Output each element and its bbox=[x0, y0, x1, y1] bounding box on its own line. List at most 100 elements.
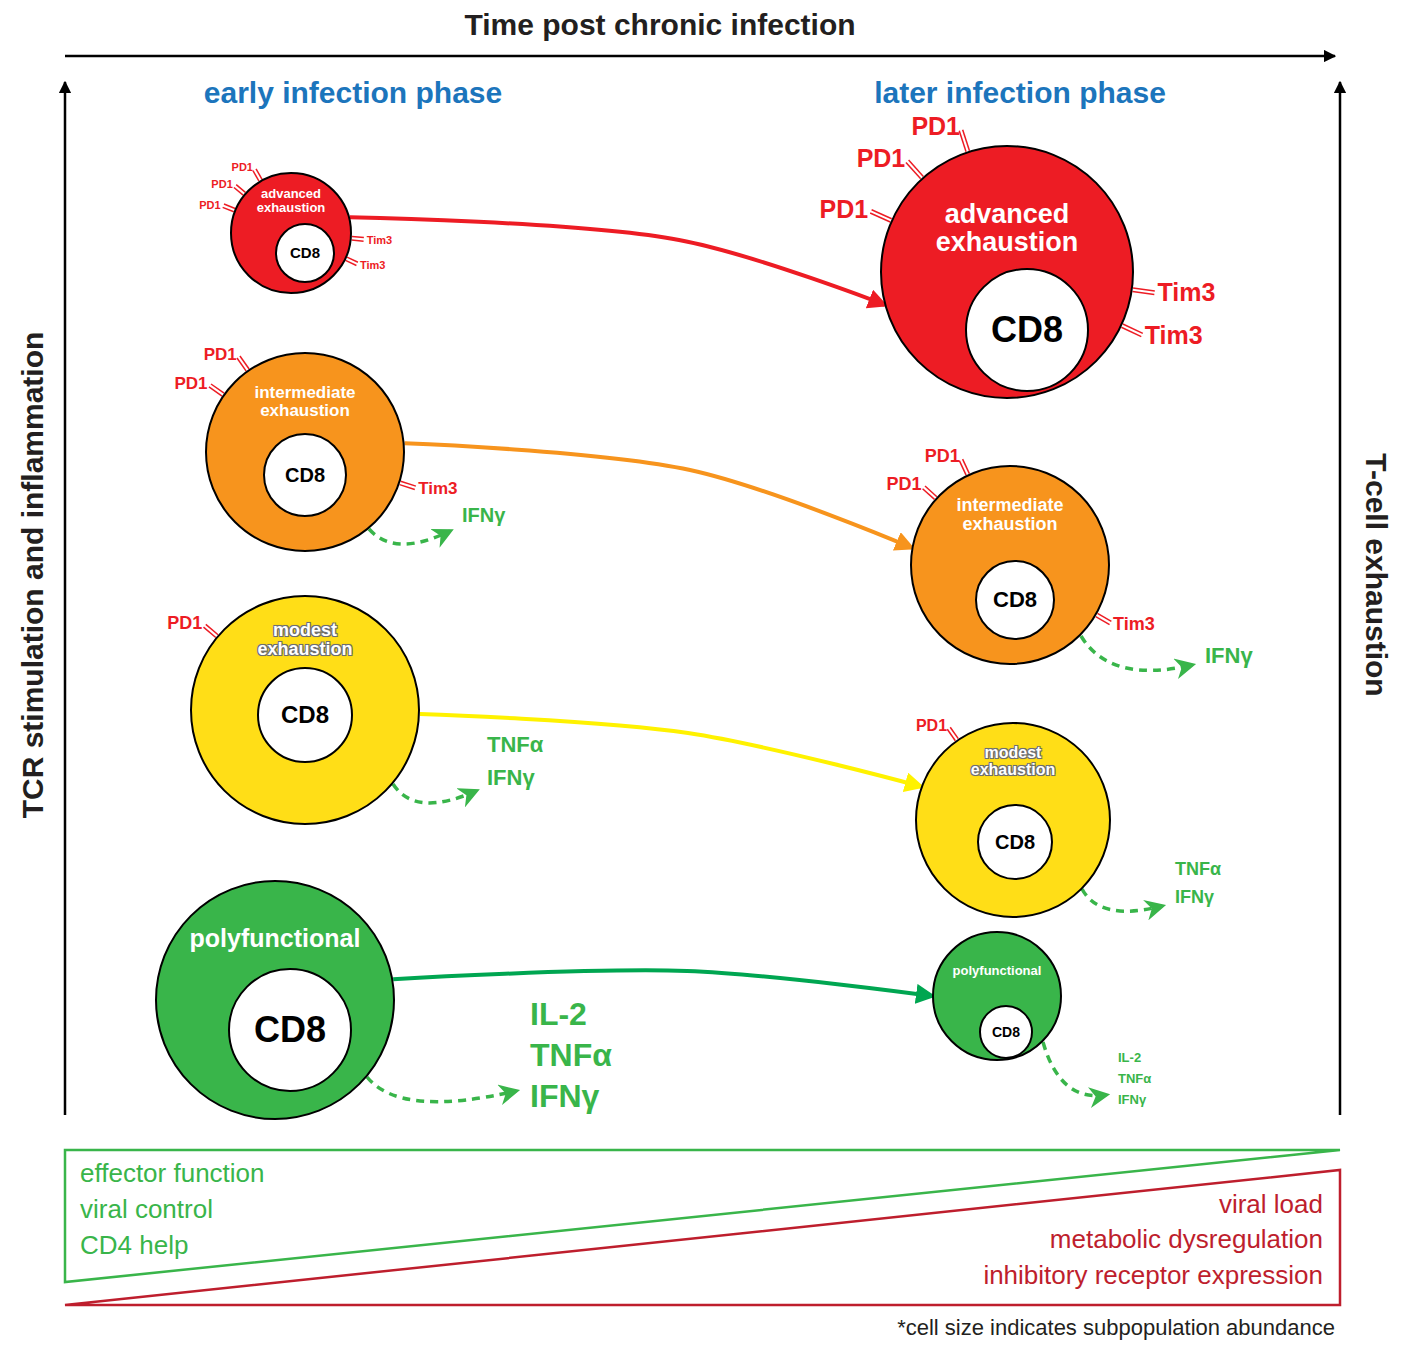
phase-heading: later infection phase bbox=[874, 76, 1166, 109]
cytokine-label: IFNγ bbox=[462, 504, 505, 526]
receptor-label: Tim3 bbox=[1113, 615, 1155, 635]
receptor-mark bbox=[256, 169, 262, 179]
receptor-mark bbox=[1121, 327, 1141, 336]
receptor-label: PD1 bbox=[211, 178, 232, 190]
subpopulation-circle: polyfunctionalCD8 bbox=[155, 880, 395, 1120]
cytokine-label: IL-2 bbox=[1118, 1051, 1141, 1065]
transition-arrow bbox=[393, 970, 932, 996]
receptor-mark bbox=[925, 486, 937, 497]
circle-shape bbox=[980, 1006, 1032, 1058]
receptor-mark bbox=[206, 624, 218, 634]
cytokine-label: IFNγ bbox=[1118, 1093, 1146, 1107]
cell-name: CD8 bbox=[995, 832, 1035, 853]
receptor-label: PD1 bbox=[925, 447, 960, 467]
receptor-mark bbox=[237, 358, 246, 371]
receptor-mark bbox=[346, 260, 357, 265]
trend-text: metabolic dysregulation bbox=[1050, 1226, 1323, 1253]
cytokine-arrow bbox=[1082, 889, 1162, 911]
circle-shape bbox=[231, 173, 351, 293]
receptor-mark bbox=[209, 387, 222, 396]
axis-label: TCR stimulation and inflammation bbox=[16, 332, 49, 819]
axis-title: Time post chronic infection bbox=[464, 8, 855, 41]
receptor-mark bbox=[1133, 291, 1155, 294]
transition-arrow bbox=[350, 217, 884, 305]
cytokine-arrow bbox=[367, 1077, 516, 1102]
time-axis-arrow bbox=[65, 55, 1335, 58]
cd8-core-circle: CD8 bbox=[263, 433, 347, 517]
circle-shape bbox=[911, 466, 1109, 664]
subpopulation-name: modest exhaustion bbox=[240, 621, 370, 659]
cytokine-arrow bbox=[1081, 636, 1192, 670]
receptor-label: PD1 bbox=[911, 114, 960, 142]
subpopulation-name: intermediate exhaustion bbox=[935, 496, 1085, 534]
receptor-label: Tim3 bbox=[1158, 279, 1216, 307]
cytokine-arrow bbox=[393, 784, 476, 803]
receptor-mark bbox=[1096, 617, 1110, 625]
receptor-label: PD1 bbox=[887, 475, 922, 495]
receptor-mark bbox=[400, 485, 415, 490]
exhaustion-axis-arrow bbox=[1339, 82, 1342, 1115]
circle-shape bbox=[258, 668, 352, 762]
receptor-mark bbox=[211, 384, 224, 393]
trend-triangle: viral loadmetabolic dysregulationinhibit… bbox=[65, 1170, 1340, 1305]
cell-name: CD8 bbox=[254, 1011, 326, 1049]
cd8-core-circle: CD8 bbox=[979, 1005, 1033, 1059]
subpopulation-circle: advanced exhaustionCD8 bbox=[230, 172, 352, 294]
subpopulation-circle: intermediate exhaustionCD8 bbox=[910, 465, 1110, 665]
cell-name: CD8 bbox=[281, 702, 329, 727]
cytokine-arrow bbox=[369, 529, 450, 544]
phase-heading: early infection phase bbox=[204, 76, 502, 109]
cell-name: CD8 bbox=[992, 1025, 1020, 1040]
trend-text: viral control bbox=[80, 1196, 213, 1223]
receptor-mark bbox=[236, 185, 245, 193]
receptor-label: Tim3 bbox=[418, 479, 457, 498]
receptor-mark bbox=[909, 160, 924, 176]
circle-shape bbox=[933, 932, 1061, 1060]
cd8-core-circle: CD8 bbox=[257, 667, 353, 763]
cytokine-label: TNFα bbox=[530, 1038, 612, 1073]
receptor-mark bbox=[352, 240, 364, 241]
cell-name: CD8 bbox=[991, 311, 1063, 349]
receptor-mark bbox=[240, 356, 249, 369]
circle-shape bbox=[881, 146, 1133, 398]
receptor-mark bbox=[1098, 613, 1112, 621]
receptor-label: PD1 bbox=[857, 145, 906, 173]
receptor-mark bbox=[947, 729, 955, 740]
cytokine-label: TNFα bbox=[487, 733, 543, 757]
receptor-label: Tim3 bbox=[360, 259, 385, 271]
subpopulation-name: polyfunctional bbox=[937, 964, 1057, 978]
subpopulation-name: intermediate exhaustion bbox=[235, 384, 375, 420]
cytokine-label: IL-2 bbox=[530, 997, 587, 1032]
receptor-label: PD1 bbox=[199, 198, 220, 210]
receptor-mark bbox=[963, 130, 970, 151]
trend-text: CD4 help bbox=[80, 1232, 188, 1259]
receptor-mark bbox=[203, 627, 215, 637]
receptor-label: PD1 bbox=[204, 345, 237, 364]
circle-shape bbox=[276, 224, 334, 282]
cytokine-arrow bbox=[1043, 1042, 1106, 1096]
cytokine-label: IFNγ bbox=[1205, 644, 1253, 668]
circle-shape bbox=[978, 805, 1052, 879]
receptor-mark bbox=[352, 237, 364, 238]
circle-shape bbox=[206, 353, 404, 551]
receptor-mark bbox=[923, 489, 935, 500]
circle-shape bbox=[191, 596, 419, 824]
receptor-label: PD1 bbox=[232, 161, 253, 173]
subpopulation-circle: polyfunctionalCD8 bbox=[932, 931, 1062, 1061]
receptor-label: PD1 bbox=[916, 717, 947, 735]
cd8-core-circle: CD8 bbox=[975, 560, 1055, 640]
transition-arrow bbox=[405, 443, 912, 547]
trend-text: viral load bbox=[1219, 1191, 1323, 1218]
receptor-label: PD1 bbox=[174, 374, 207, 393]
cd8-core-circle: CD8 bbox=[977, 804, 1053, 880]
receptor-label: Tim3 bbox=[367, 234, 392, 246]
subpopulation-name: polyfunctional bbox=[160, 925, 390, 951]
trend-text: effector function bbox=[80, 1160, 265, 1187]
cd8-core-circle: CD8 bbox=[228, 968, 352, 1092]
cytokine-label: TNFα bbox=[1175, 860, 1221, 880]
subpopulation-circle: modest exhaustionCD8 bbox=[190, 595, 420, 825]
subpopulation-name: modest exhaustion bbox=[958, 745, 1068, 779]
cytokine-label: IFNγ bbox=[1175, 888, 1214, 908]
cell-name: CD8 bbox=[290, 245, 320, 261]
